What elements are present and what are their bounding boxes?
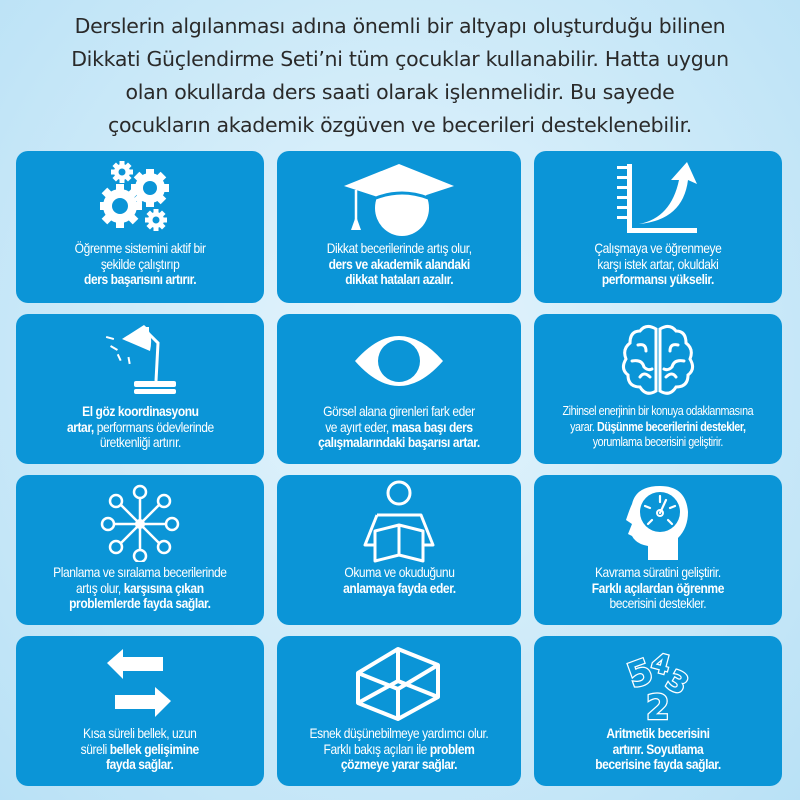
eye-icon: [349, 318, 449, 404]
benefits-grid: Öğrenme sistemini aktif bir şekilde çalı…: [16, 151, 782, 786]
benefit-text: Dikkat becerilerinde artış olur, ders ve…: [326, 240, 472, 287]
intro-line: Dikkati Güçlendirme Seti’ni tüm çocuklar…: [71, 47, 729, 71]
benefit-card-performance: Çalışmaya ve öğrenmeye karşı istek artar…: [534, 151, 782, 303]
benefit-text: Görsel alana girenleri fark eder ve ayır…: [318, 403, 480, 450]
benefit-card-learning-system: Öğrenme sistemini aktif bir şekilde çalı…: [16, 151, 264, 303]
gears-icon: [100, 155, 180, 241]
benefit-card-eye-hand: El göz koordinasyonu artar, performans ö…: [16, 314, 264, 464]
head-clock-icon: [618, 479, 698, 565]
benefit-text: Esnek düşünebilmeye yardımcı olur. Farkl…: [309, 725, 489, 772]
benefit-text: Kısa süreli bellek, uzun süreli bellek g…: [80, 725, 200, 772]
benefit-card-mental-energy: Zihinsel enerjinin bir konuya odaklanmas…: [534, 314, 782, 464]
benefit-text: Aritmetik becerisini artırır. Soyutlama …: [595, 725, 721, 772]
graduation-cap-icon: [339, 155, 459, 241]
benefit-card-attention: Dikkat becerilerinde artış olur, ders ve…: [277, 151, 521, 303]
benefit-card-visual: Görsel alana girenleri fark eder ve ayır…: [277, 314, 521, 464]
benefit-card-memory: Kısa süreli bellek, uzun süreli bellek g…: [16, 636, 264, 786]
benefit-card-reading: Okuma ve okuduğunu anlamaya fayda eder.: [277, 475, 521, 625]
benefit-text: Öğrenme sistemini aktif bir şekilde çalı…: [74, 240, 206, 287]
benefit-card-comprehension: Kavrama süratini geliştirir. Farklı açıl…: [534, 475, 782, 625]
intro-line: Derslerin algılanması adına önemli bir a…: [74, 14, 726, 38]
benefit-card-arithmetic: 5 4 3 2 Aritmetik becerisini artırır. So…: [534, 636, 782, 786]
swap-arrows-icon: [105, 640, 175, 726]
wireframe-cube-icon: [354, 640, 444, 726]
benefit-text: Zihinsel enerjinin bir konuya odaklanmas…: [562, 404, 754, 449]
desk-lamp-icon: [100, 318, 180, 404]
benefit-card-flexible-thinking: Esnek düşünebilmeye yardımcı olur. Farkl…: [277, 636, 521, 786]
benefit-card-planning: Planlama ve sıralama becerilerinde artış…: [16, 475, 264, 625]
intro-line: olan okullarda ders saati olarak işlenme…: [125, 80, 675, 104]
brain-icon: [618, 318, 698, 404]
benefit-text: Okuma ve okuduğunu anlamaya fayda eder.: [342, 564, 456, 596]
intro-paragraph: Derslerin algılanması adına önemli bir a…: [10, 10, 790, 142]
benefit-text: Kavrama süratini geliştirir. Farklı açıl…: [591, 564, 725, 611]
network-nodes-icon: [100, 479, 180, 565]
benefit-text: Planlama ve sıralama becerilerinde artış…: [53, 564, 227, 611]
reading-person-icon: [359, 479, 439, 565]
growth-chart-icon: [613, 155, 703, 241]
intro-line: çocukların akademik özgüven ve beceriler…: [107, 113, 693, 137]
benefit-text: Çalışmaya ve öğrenmeye karşı istek artar…: [594, 240, 722, 287]
numbers-5432-icon: 5 4 3 2: [618, 640, 698, 726]
svg-text:2: 2: [646, 688, 670, 723]
benefit-text: El göz koordinasyonu artar, performans ö…: [66, 403, 214, 450]
